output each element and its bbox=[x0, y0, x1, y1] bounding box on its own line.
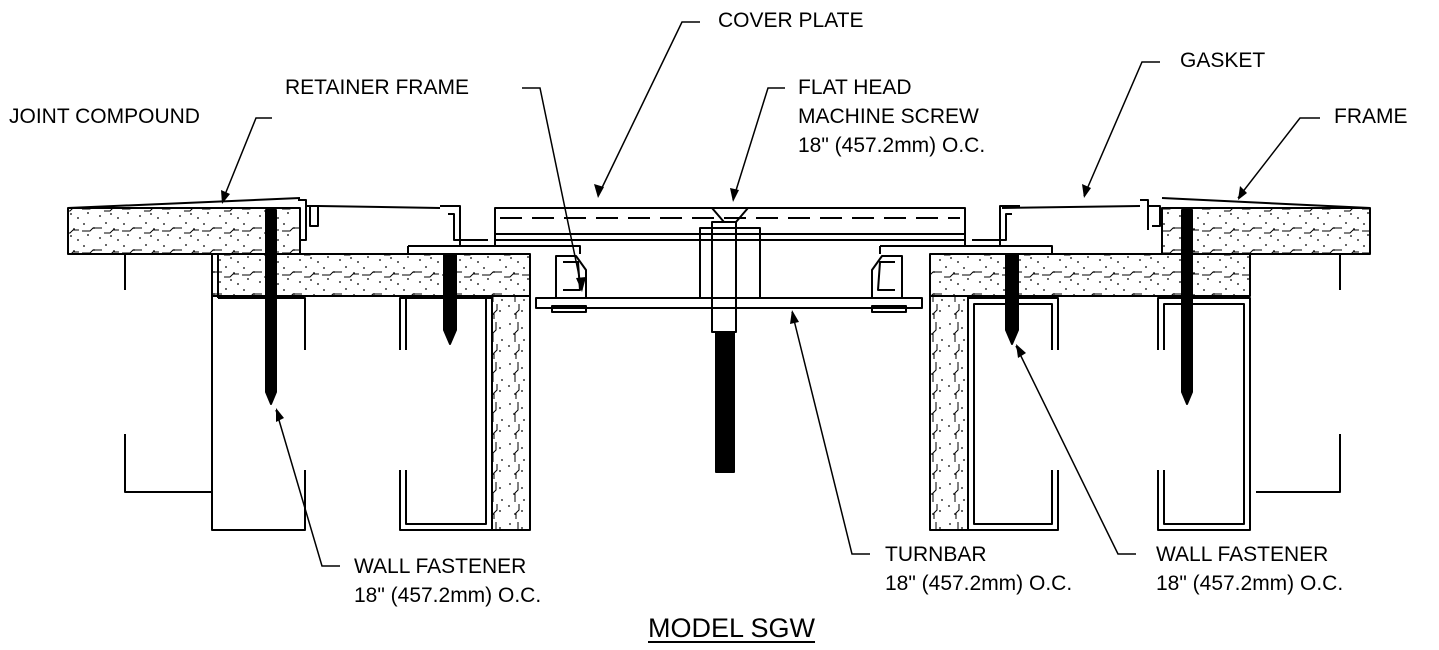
screw-collar bbox=[699, 227, 761, 299]
arrowhead-cover-plate bbox=[594, 184, 604, 198]
label-flat-head-line-3: 18" (457.2mm) O.C. bbox=[798, 134, 986, 157]
leader-wall-fastener-right bbox=[1015, 345, 1136, 555]
leader-frame bbox=[1237, 117, 1320, 199]
label-turnbar-line-1: TURNBAR bbox=[885, 543, 987, 566]
label-wall-fastener-left-line-1: WALL FASTENER bbox=[354, 555, 527, 578]
wall-fastener-right-short bbox=[1005, 253, 1019, 345]
metal-stud-mid-right bbox=[968, 297, 1059, 531]
label-gasket: GASKET bbox=[1180, 49, 1266, 72]
arrowhead-wall-fastener-right bbox=[1016, 344, 1026, 358]
label-wall-fastener-right-line-1: WALL FASTENER bbox=[1156, 543, 1329, 566]
cover-plate-bottom bbox=[495, 233, 965, 241]
frame-lower-left bbox=[407, 245, 581, 254]
label-flat-head-line-2: MACHINE SCREW bbox=[798, 105, 979, 128]
metal-stud-mid-left bbox=[399, 297, 492, 531]
joint-compound-right bbox=[1161, 197, 1371, 209]
metal-stud-far-left bbox=[124, 254, 212, 493]
wall-fastener-right-long bbox=[1181, 209, 1193, 405]
turnbar-end-left bbox=[551, 305, 587, 313]
screw-threads bbox=[715, 331, 735, 473]
label-wall-fastener-right-line-2: 18" (457.2mm) O.C. bbox=[1156, 572, 1344, 595]
retainer-clip-left bbox=[536, 255, 587, 299]
joint-compound-left bbox=[67, 197, 301, 209]
leader-turnbar bbox=[791, 311, 870, 555]
frame-lower-right bbox=[879, 245, 1053, 254]
arrowhead-joint-compound bbox=[221, 190, 230, 204]
wall-fastener-left-short bbox=[443, 253, 457, 345]
leader-joint-compound bbox=[221, 117, 272, 203]
metal-stud-left-web bbox=[211, 298, 306, 531]
leader-wall-fastener-left bbox=[275, 409, 340, 567]
gasket-left bbox=[317, 205, 441, 209]
label-wall-fastener-left-line-2: 18" (457.2mm) O.C. bbox=[354, 584, 542, 607]
arrowhead-gasket bbox=[1082, 184, 1091, 198]
gypsum-board-top-right bbox=[1161, 207, 1371, 255]
label-frame: FRAME bbox=[1334, 105, 1408, 128]
leader-gasket bbox=[1083, 61, 1160, 197]
frame-left bbox=[298, 199, 319, 241]
arrowhead-wall-fastener-left bbox=[276, 408, 284, 422]
metal-stud-far-right bbox=[1250, 253, 1341, 493]
label-retainer-frame: RETAINER FRAME bbox=[285, 76, 469, 99]
label-joint-compound: JOINT COMPOUND bbox=[9, 105, 200, 128]
arrowhead-flat-head-screw bbox=[730, 188, 739, 202]
arrowhead-frame bbox=[1238, 186, 1247, 200]
label-flat-head-line-1: FLAT HEAD bbox=[798, 76, 912, 99]
screw-head bbox=[711, 207, 749, 223]
arrowhead-turnbar bbox=[790, 310, 799, 324]
leader-flat-head-screw bbox=[732, 87, 785, 201]
retainer-frame-top-left bbox=[440, 205, 496, 247]
label-turnbar-line-2: 18" (457.2mm) O.C. bbox=[885, 572, 1073, 595]
gypsum-board-vertical-right bbox=[929, 295, 969, 531]
frame-right bbox=[1140, 199, 1161, 230]
gypsum-board-lower-left bbox=[211, 253, 531, 297]
gasket-right bbox=[1001, 205, 1141, 209]
arrowhead-retainer-frame bbox=[576, 277, 586, 292]
retainer-clip-right bbox=[871, 255, 922, 299]
metal-stud-right bbox=[1157, 297, 1251, 531]
wall-fastener-left-long bbox=[265, 209, 277, 405]
leader-retainer-frame bbox=[522, 87, 583, 291]
gypsum-board-lower-right bbox=[929, 253, 1251, 297]
leader-cover-plate bbox=[597, 21, 700, 197]
retainer-frame-top-right bbox=[964, 205, 1020, 247]
drawing-title: MODEL SGW bbox=[648, 613, 816, 643]
gypsum-board-vertical-left bbox=[491, 295, 531, 531]
label-cover-plate: COVER PLATE bbox=[718, 9, 864, 32]
turnbar bbox=[535, 297, 923, 309]
turnbar-end-right bbox=[871, 305, 907, 313]
screw-shank bbox=[711, 221, 737, 333]
gypsum-board-top-left bbox=[67, 207, 301, 255]
